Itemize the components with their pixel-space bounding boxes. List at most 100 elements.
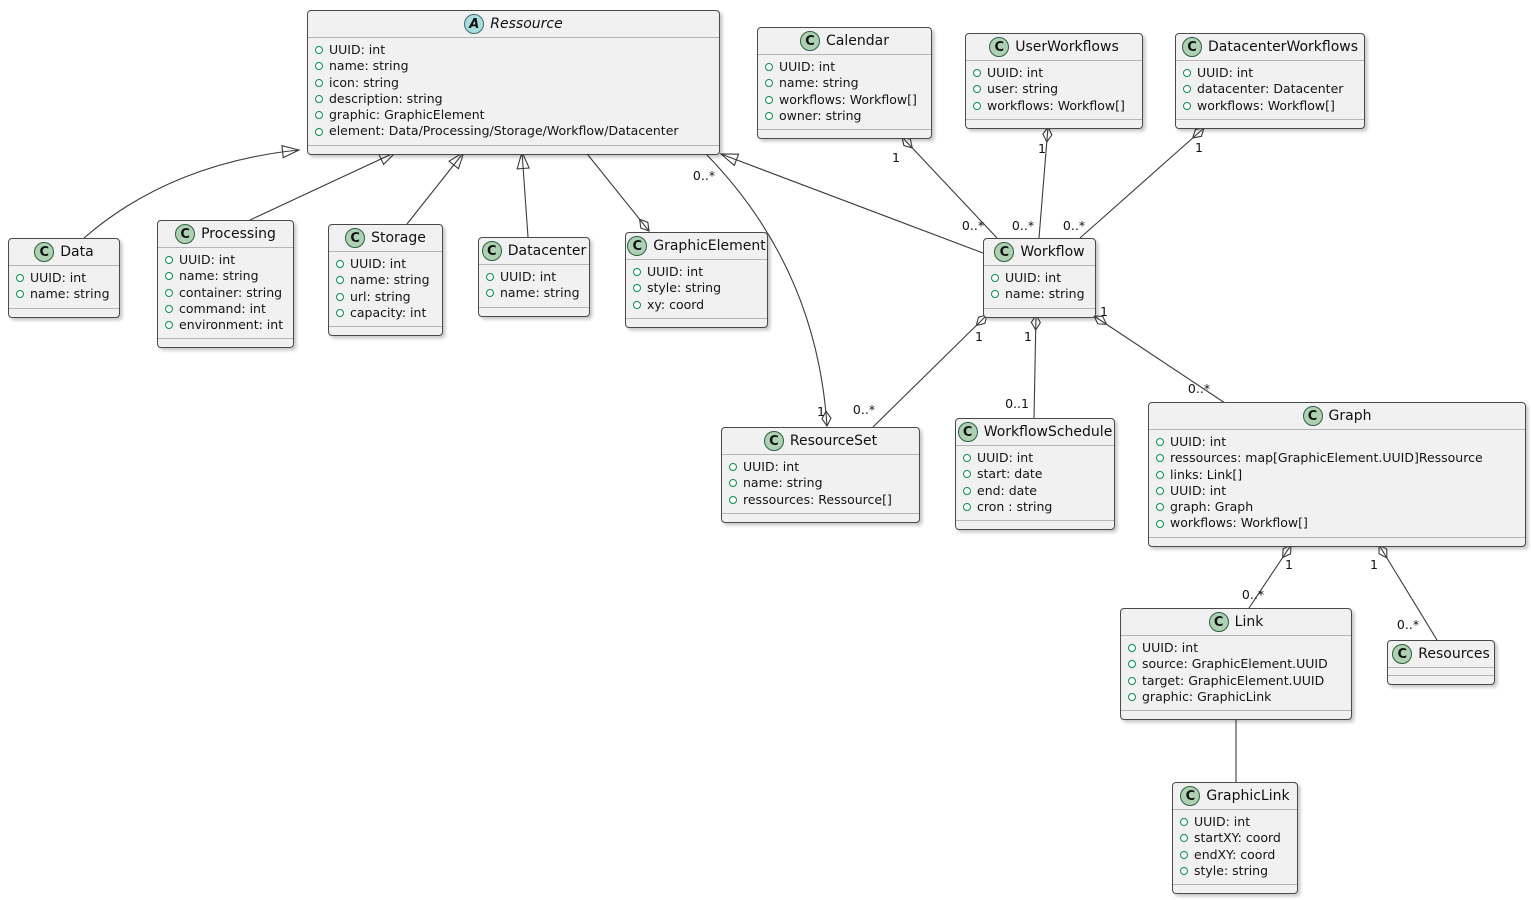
multiplicity-label: 0..* [693,168,715,183]
multiplicity-label: 1 [817,404,825,419]
class-attribute: UUID: int [165,252,286,268]
class-attribute: ressources: map[GraphicElement.UUID]Ress… [1156,450,1518,466]
attribute-text: url: string [350,288,411,304]
class-attribute: UUID: int [963,450,1107,466]
field-visibility-icon [315,111,323,120]
class-attribute: UUID: int [1156,483,1518,499]
class-attribute: UUID: int [315,42,712,58]
aggregation-graph-link [1248,545,1291,609]
attribute-text: endXY: coord [1194,846,1276,862]
class-badge-icon: C [627,236,648,256]
class-attribute: workflows: Workflow[] [1156,515,1518,531]
field-visibility-icon [1183,101,1191,110]
class-attribute: target: GraphicElement.UUID [1128,673,1344,689]
class-attribute: container: string [165,285,286,301]
class-attribute: name: string [16,286,112,302]
aggregation-resourceset-ressource [705,153,827,426]
class-attribute: workflows: Workflow[] [765,92,924,108]
class-attribute: UUID: int [16,270,112,286]
class-attribute: url: string [336,289,435,305]
field-visibility-icon [336,292,344,301]
class-badge-icon: C [800,31,821,51]
class-attribute: xy: coord [633,297,760,313]
class-attribute: style: string [1180,863,1290,879]
attribute-text: name: string [1005,286,1085,302]
aggregation-userworkflows-workflow [1038,127,1048,239]
field-visibility-icon [165,321,173,330]
attribute-text: UUID: int [977,450,1034,465]
class-title: WorkflowSchedule [983,424,1113,440]
field-visibility-icon [765,79,773,88]
class-header: C Data [9,239,119,266]
generalization-processing-ressource [249,152,396,221]
attribute-text: xy: coord [647,296,705,312]
field-visibility-icon [1183,69,1191,78]
class-badge-icon: C [957,422,978,442]
attribute-text: UUID: int [500,269,557,284]
field-visibility-icon [973,69,981,78]
multiplicity-label: 0..1 [1005,396,1029,411]
abstract-badge-icon: A [464,14,485,34]
field-visibility-icon [765,112,773,121]
class-header: C UserWorkflows [966,34,1142,61]
class-badge-icon: C [1180,786,1201,806]
field-visibility-icon [16,290,24,299]
attribute-text: UUID: int [179,252,236,267]
field-visibility-icon [633,284,641,293]
multiplicity-label: 0..* [1188,381,1210,396]
field-visibility-icon [729,463,737,472]
field-visibility-icon [165,288,173,297]
class-title: Graph [1328,408,1372,424]
class-attribute: UUID: int [991,270,1088,286]
attribute-text: UUID: int [1005,270,1062,285]
field-visibility-icon [1128,676,1136,685]
field-visibility-icon [633,268,641,277]
class-header: C GraphicLink [1173,783,1297,810]
attribute-text: name: string [329,58,409,74]
attribute-text: start: date [977,466,1043,482]
class-attribute: icon: string [315,75,712,91]
multiplicity-label: 0..* [1397,617,1419,632]
attribute-text: startXY: coord [1194,830,1281,846]
multiplicity-label: 0..* [853,402,875,417]
field-visibility-icon [633,300,641,309]
field-visibility-icon [1183,85,1191,94]
class-attribute: command: int [165,301,286,317]
multiplicity-label: 1 [1195,140,1203,155]
attribute-text: user: string [987,81,1059,97]
class-badge-icon: C [175,224,196,244]
methods-compartment [158,339,293,347]
field-visibility-icon [963,503,971,512]
class-attribute: workflows: Workflow[] [1183,98,1357,114]
attribute-text: graph: Graph [1170,499,1254,515]
field-visibility-icon [729,495,737,504]
attribute-text: UUID: int [1170,482,1227,498]
class-title: Storage [371,230,426,246]
class-attribute: name: string [315,58,712,74]
class-attribute: name: string [165,268,286,284]
class-header: A Ressource [308,11,719,38]
class-title: Resources [1418,646,1490,662]
class-badge-icon: C [994,242,1015,262]
class-header: C Resources [1388,641,1494,668]
class-header: C Graph [1149,403,1525,430]
aggregation-graph-resources [1379,545,1438,641]
class-graph: C Graph UUID: int ressources: map[Graphic… [1148,402,1526,547]
class-attribute: description: string [315,91,712,107]
attribute-text: UUID: int [1194,814,1251,829]
class-attribute: UUID: int [336,256,435,272]
